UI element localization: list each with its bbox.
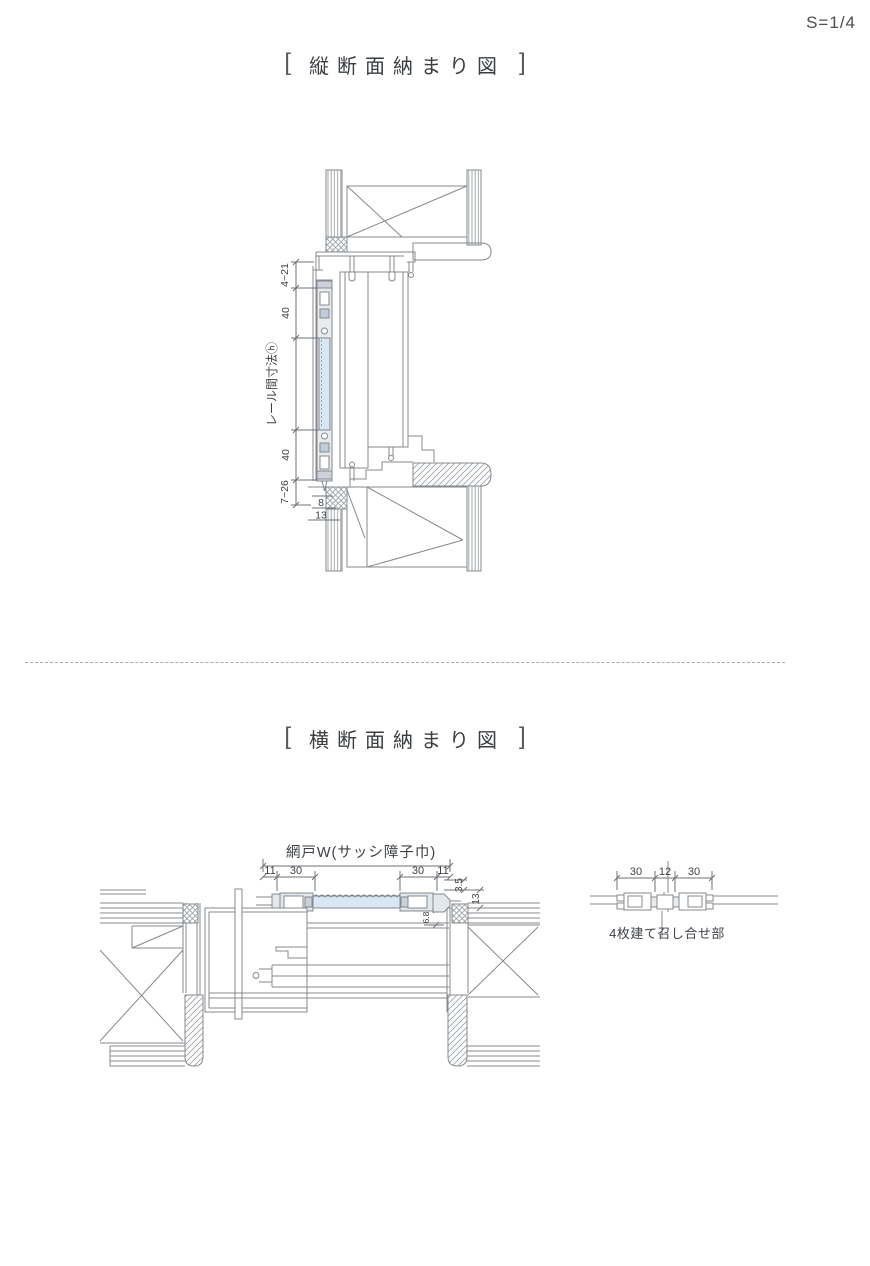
- bracket-open: [: [284, 48, 291, 76]
- horizontal-section-title-text: 横断面納まり図: [309, 730, 505, 752]
- dim-right-stile: 30: [412, 865, 424, 877]
- vertical-dim-chain: [291, 258, 340, 521]
- bracket-close: ]: [519, 722, 526, 750]
- stud-hatch-bottom-right: [466, 485, 482, 572]
- vertical-section-title: [ 縦断面納まり図 ]: [0, 50, 810, 79]
- wall-left: [99, 889, 204, 1067]
- blocking-small-left: [131, 925, 184, 949]
- siding-lines-right: [468, 902, 540, 924]
- dim-label-rail-span: レール間寸法ⓗ: [265, 342, 279, 426]
- sliding-panel-plan: [271, 964, 449, 988]
- section-divider: [25, 662, 785, 663]
- horizontal-dim-labels: 網戸W(サッシ障子巾) 11 30 30 11 3.5 13 6.8: [264, 843, 482, 923]
- jamb-stud-right: [447, 994, 468, 1067]
- casing-board: [234, 888, 243, 1020]
- head-framing: [325, 169, 482, 253]
- interior-casing-bottom: [412, 462, 492, 487]
- dim-label-upper-rail: 40: [280, 307, 292, 319]
- screen-door-section: [312, 266, 333, 492]
- siding-lines-left: [100, 902, 183, 924]
- screen-end-cap: [432, 893, 451, 913]
- interlock-square: [656, 894, 674, 910]
- width-label: 網戸W(サッシ障子巾): [286, 843, 436, 861]
- screen-track-lines: [312, 266, 317, 481]
- head-blocking-diagonals: [346, 185, 468, 238]
- frame-plan: [204, 888, 449, 1020]
- horizontal-dim-chain: [259, 859, 484, 929]
- dim-label-sill-step-lower: 13: [315, 510, 327, 522]
- mesh-right: [713, 895, 778, 905]
- vertical-section-title-text: 縦断面納まり図: [309, 56, 505, 78]
- screen-mesh-plan: [312, 895, 401, 909]
- vertical-section-drawing: 4~21 40 レール間寸法ⓗ 40 7~26 8 13: [265, 169, 492, 572]
- stud-hatch-bottom-left: [325, 508, 343, 572]
- dim-inner-offset: 6.8: [421, 911, 431, 923]
- blocking-x-right: [467, 924, 540, 998]
- dim-left-margin: 11: [264, 865, 275, 877]
- screen-bottom-fin: [321, 480, 328, 492]
- packing-crosshatch-bottom: [325, 486, 348, 510]
- mesh-left: [590, 895, 618, 905]
- sash-panels: [339, 271, 435, 481]
- blocking-x-left: [99, 949, 194, 1044]
- packing-left: [182, 903, 199, 924]
- scale-label: S=1/4: [806, 13, 856, 32]
- stud-hatch-top-right: [466, 169, 482, 246]
- siding-bottom-right: [467, 1045, 540, 1067]
- detail-labels: 30 12 30 4枚建て召し合せ部: [609, 866, 725, 941]
- dim-face-offset: 3.5: [454, 878, 465, 892]
- panel-bottom-steps: [408, 435, 435, 462]
- dim-frame-depth: 13: [471, 893, 482, 905]
- packing-crosshatch-top: [325, 236, 348, 253]
- bracket-close: ]: [519, 48, 526, 76]
- meeting-axis-lines: [661, 861, 669, 937]
- interior-casing-top: [412, 242, 492, 261]
- detail-dim-chain: [613, 871, 716, 892]
- sill-blocking-diagonals: [346, 486, 464, 568]
- mesh-scallop: [312, 894, 401, 898]
- siding-bottom-left: [109, 1045, 185, 1067]
- screen-mesh: [318, 337, 331, 431]
- sill-framing: [308, 461, 492, 572]
- dim-right-margin: 11: [437, 865, 448, 877]
- wall-right: [446, 902, 540, 1067]
- dim-label-sill-step-upper: 8: [318, 497, 324, 509]
- packing-right: [451, 903, 469, 924]
- vertical-dim-labels: 4~21 40 レール間寸法ⓗ 40 7~26 8 13: [265, 263, 327, 521]
- bracket-open: [: [284, 722, 291, 750]
- frame-pocket: [275, 946, 307, 959]
- detail-caption: 4枚建て召し合せ部: [609, 926, 725, 941]
- stud-hatch-top-left: [325, 169, 343, 238]
- dim-left-stile: 30: [290, 865, 302, 877]
- panel-top-hooks: [348, 272, 396, 282]
- dim-label-bottom-clearance: 7~26: [279, 480, 291, 504]
- horizontal-section-drawing: 網戸W(サッシ障子巾) 11 30 30 11 3.5 13 6.8: [99, 843, 540, 1067]
- sill-blocking: [346, 486, 468, 568]
- dim-label-top-clearance: 4~21: [279, 263, 291, 287]
- meeting-stile-detail: 30 12 30 4枚建て召し合せ部: [590, 861, 778, 941]
- detail-dim-right-stile: 30: [688, 866, 700, 878]
- horizontal-section-title: [ 横断面納まり図 ]: [0, 724, 810, 753]
- detail-frames: [590, 861, 778, 937]
- sill-profile: [308, 461, 413, 488]
- dim-label-lower-rail: 40: [280, 449, 292, 461]
- detail-dim-left-stile: 30: [630, 866, 642, 878]
- detail-dim-interlock: 12: [659, 866, 671, 878]
- jamb-stud-left: [184, 994, 204, 1067]
